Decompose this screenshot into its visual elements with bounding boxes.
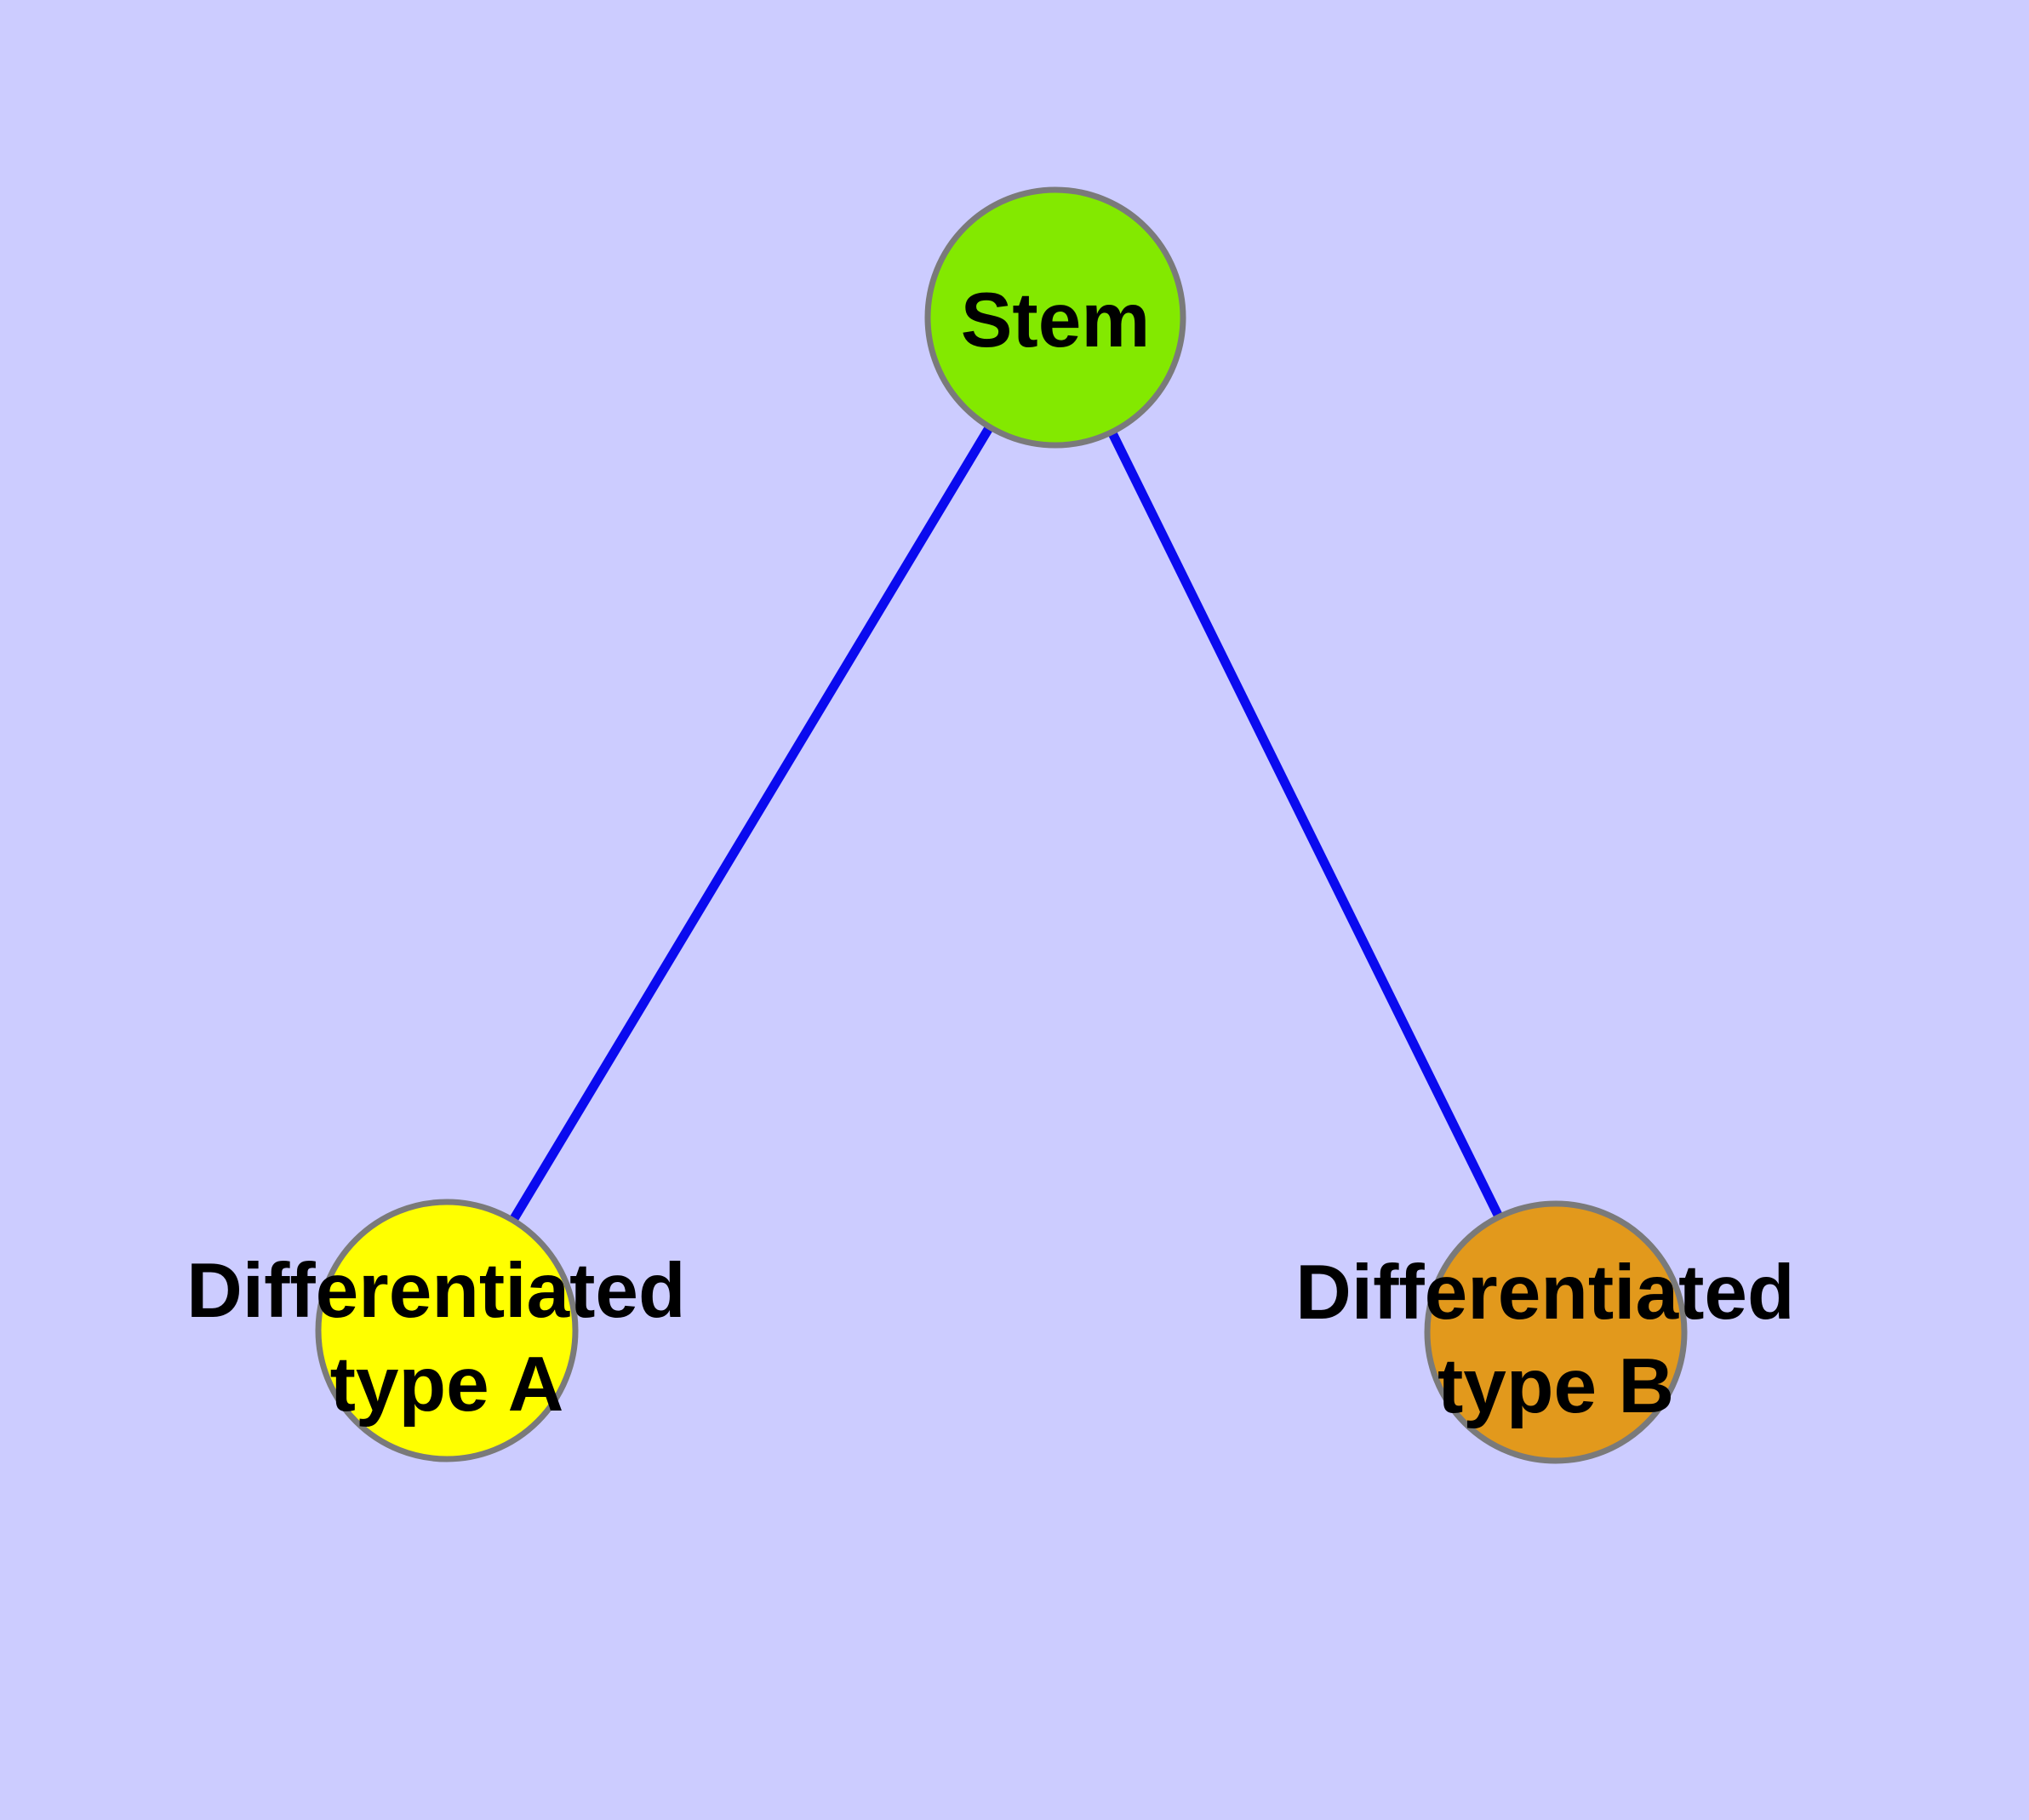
edge-stem-to-type-a [443, 315, 1060, 1333]
node-differentiated-type-b[interactable] [1424, 1200, 1688, 1464]
node-differentiated-type-b-label-line2: type B [1437, 1343, 1674, 1429]
node-differentiated-type-a[interactable] [315, 1199, 579, 1462]
node-stem[interactable] [924, 186, 1186, 449]
node-differentiated-type-a-label-line1: Differentiated [186, 1248, 686, 1334]
node-differentiated-type-b-label: Differentiated type B [1295, 1250, 1816, 1429]
node-differentiated-type-a-label-line2: type A [330, 1342, 564, 1428]
node-differentiated-type-b-label-line1: Differentiated [1295, 1250, 1795, 1336]
edge-stem-to-type-b [1051, 315, 1560, 1335]
node-differentiated-type-a-label: Differentiated type A [186, 1248, 707, 1428]
node-stem-label: Stem [961, 278, 1151, 363]
